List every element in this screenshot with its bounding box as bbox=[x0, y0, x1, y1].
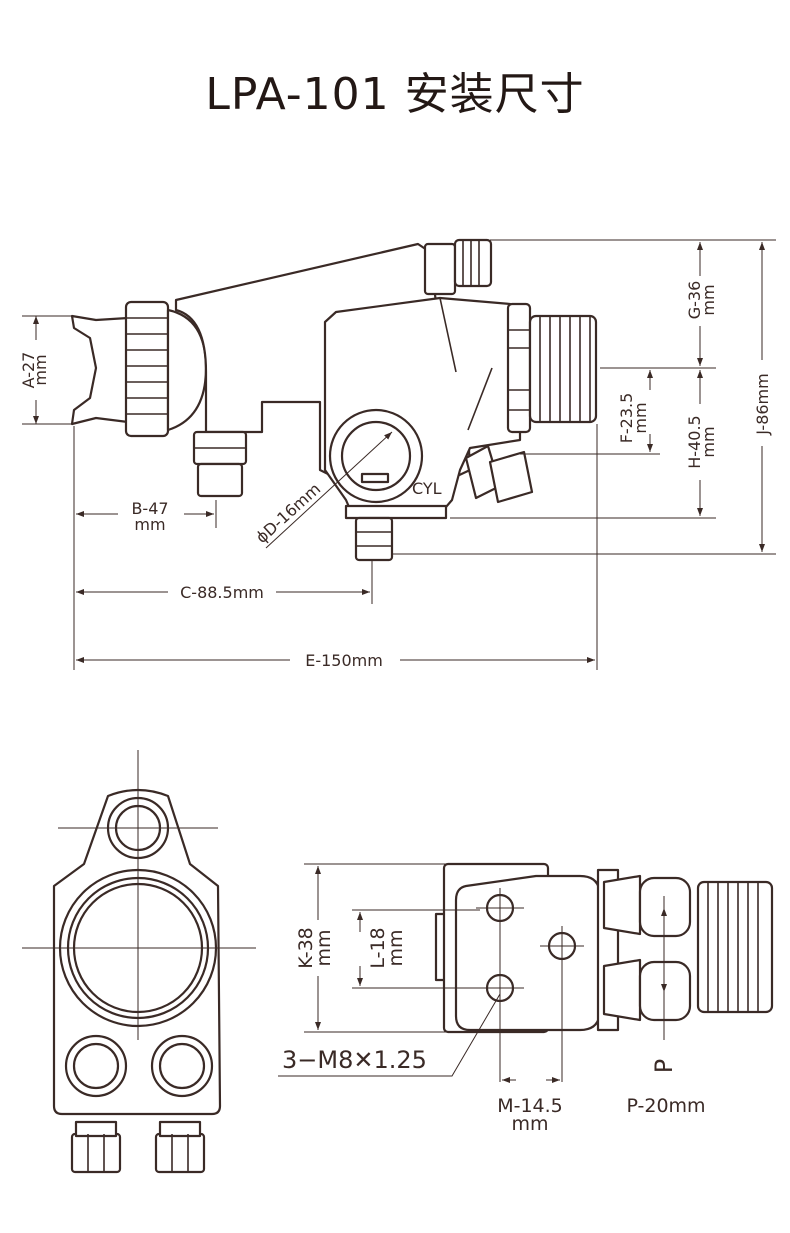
air-inlet-hex bbox=[354, 516, 394, 562]
dim-f-unit: mm bbox=[631, 402, 650, 433]
fitting-right-neck bbox=[158, 1120, 202, 1138]
page-title: LPA-101 安装尺寸 bbox=[205, 69, 585, 120]
dim-m-label: M-14.5 bbox=[497, 1095, 563, 1117]
dim-a-label: A-27 bbox=[19, 352, 38, 389]
mount-face bbox=[454, 874, 602, 1032]
cylinder-port-inner bbox=[340, 420, 412, 492]
port-right-inner bbox=[158, 1042, 206, 1090]
rear-knob bbox=[696, 880, 774, 1014]
dim-m-unit: mm bbox=[511, 1113, 548, 1135]
rear-view: K-38 mm L-18 mm 3−M8✕1.25 M-14.5 mm P P-… bbox=[278, 862, 774, 1135]
dim-p-label: P-20mm bbox=[626, 1095, 705, 1117]
side-view: CYL A-27 mm B-47 mm C-88.5mm ϕD-16mm bbox=[19, 238, 776, 670]
front-view bbox=[22, 750, 256, 1174]
dim-g-unit: mm bbox=[699, 284, 718, 315]
air-fitting bbox=[464, 444, 534, 504]
fitting-left-neck bbox=[74, 1120, 118, 1138]
dim-a-unit: mm bbox=[31, 354, 50, 385]
dim-h-label: H-40.5 bbox=[685, 415, 704, 468]
port-slot bbox=[360, 472, 390, 484]
cap-bottom bbox=[638, 960, 692, 1022]
retaining-ring bbox=[124, 300, 170, 438]
dim-k-unit: mm bbox=[313, 929, 335, 966]
dim-p-marker: P bbox=[650, 1059, 678, 1073]
dim-c-label: C-88.5mm bbox=[180, 583, 264, 602]
dim-f-label: F-23.5 bbox=[617, 393, 636, 444]
thread-spec: 3−M8✕1.25 bbox=[282, 1046, 427, 1074]
port-left-inner bbox=[72, 1042, 120, 1090]
valve-stack bbox=[506, 302, 532, 434]
dim-j-label: J-86mm bbox=[753, 373, 772, 435]
base-plate bbox=[344, 504, 448, 520]
dim-b-label: B-47 bbox=[131, 499, 168, 518]
ring-knurl bbox=[126, 317, 168, 415]
valve-top bbox=[602, 874, 642, 936]
dim-l-unit: mm bbox=[385, 929, 407, 966]
dim-l-label: L-18 bbox=[367, 927, 389, 968]
valve-bottom bbox=[602, 958, 642, 1022]
cyl-label: CYL bbox=[412, 479, 442, 498]
upper-adjust-knob bbox=[453, 238, 493, 288]
dim-d-label: ϕD-16mm bbox=[252, 479, 324, 547]
cap-top bbox=[638, 876, 692, 938]
dim-g-label: G-36 bbox=[685, 281, 704, 320]
dim-b-unit: mm bbox=[134, 515, 165, 534]
dim-k-label: K-38 bbox=[295, 927, 317, 969]
fitting-left bbox=[70, 1132, 122, 1174]
fluid-inlet-nipple bbox=[196, 462, 244, 498]
dim-h-unit: mm bbox=[699, 426, 718, 457]
upper-nut bbox=[423, 242, 457, 296]
dim-e-label: E-150mm bbox=[305, 651, 383, 670]
nozzle-cap bbox=[70, 314, 130, 426]
fitting-right bbox=[154, 1132, 206, 1174]
